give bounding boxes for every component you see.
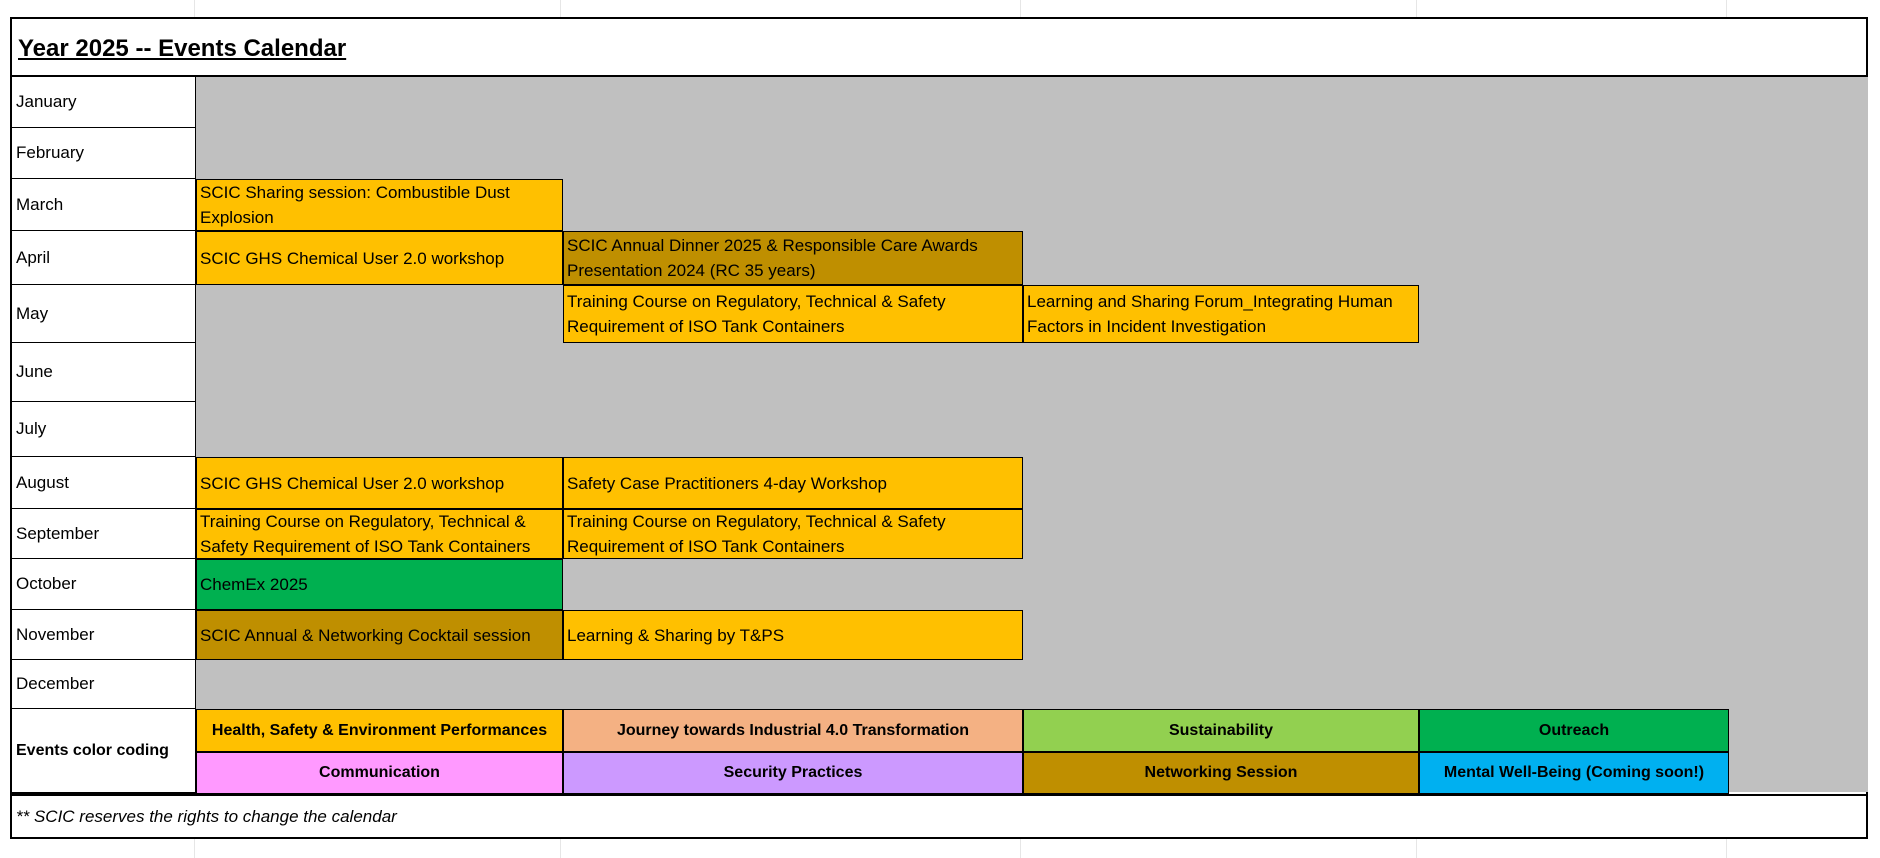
month-december: December — [12, 660, 196, 709]
month-april: April — [12, 231, 196, 285]
legend-communication: Communication — [196, 752, 563, 794]
event-april-1[interactable]: SCIC GHS Chemical User 2.0 workshop — [196, 231, 563, 285]
month-september: September — [12, 509, 196, 559]
month-october: October — [12, 559, 196, 610]
event-september-1[interactable]: Training Course on Regulatory, Technical… — [196, 509, 563, 559]
event-may-3[interactable]: Learning and Sharing Forum_Integrating H… — [1023, 285, 1419, 343]
page-title: Year 2025 -- Events Calendar — [12, 19, 1866, 77]
divider — [12, 794, 1866, 796]
event-august-2[interactable]: Safety Case Practitioners 4-day Workshop — [563, 457, 1023, 509]
legend-hse: Health, Safety & Environment Performance… — [196, 709, 563, 752]
month-march: March — [12, 179, 196, 231]
legend-mental-wellbeing: Mental Well-Being (Coming soon!) — [1419, 752, 1729, 794]
event-april-2[interactable]: SCIC Annual Dinner 2025 & Responsible Ca… — [563, 231, 1023, 285]
legend-outreach: Outreach — [1419, 709, 1729, 752]
legend-networking: Networking Session — [1023, 752, 1419, 794]
month-august: August — [12, 457, 196, 509]
legend-label: Events color coding — [12, 709, 196, 794]
event-november-1[interactable]: SCIC Annual & Networking Cocktail sessio… — [196, 610, 563, 660]
legend-sustainability: Sustainability — [1023, 709, 1419, 752]
legend-security: Security Practices — [563, 752, 1023, 794]
event-august-1[interactable]: SCIC GHS Chemical User 2.0 workshop — [196, 457, 563, 509]
month-may: May — [12, 285, 196, 343]
event-september-2[interactable]: Training Course on Regulatory, Technical… — [563, 509, 1023, 559]
event-may-2[interactable]: Training Course on Regulatory, Technical… — [563, 285, 1023, 343]
disclaimer-note: ** SCIC reserves the rights to change th… — [16, 806, 397, 826]
event-march-1[interactable]: SCIC Sharing session: Combustible Dust E… — [196, 179, 563, 231]
month-january: January — [12, 77, 196, 128]
legend-industrial-4: Journey towards Industrial 4.0 Transform… — [563, 709, 1023, 752]
event-november-2[interactable]: Learning & Sharing by T&PS — [563, 610, 1023, 660]
month-july: July — [12, 402, 196, 457]
event-october-1[interactable]: ChemEx 2025 — [196, 559, 563, 610]
events-calendar-sheet: Year 2025 -- Events Calendar January Feb… — [10, 17, 1868, 839]
month-june: June — [12, 343, 196, 402]
month-november: November — [12, 610, 196, 660]
month-february: February — [12, 128, 196, 179]
